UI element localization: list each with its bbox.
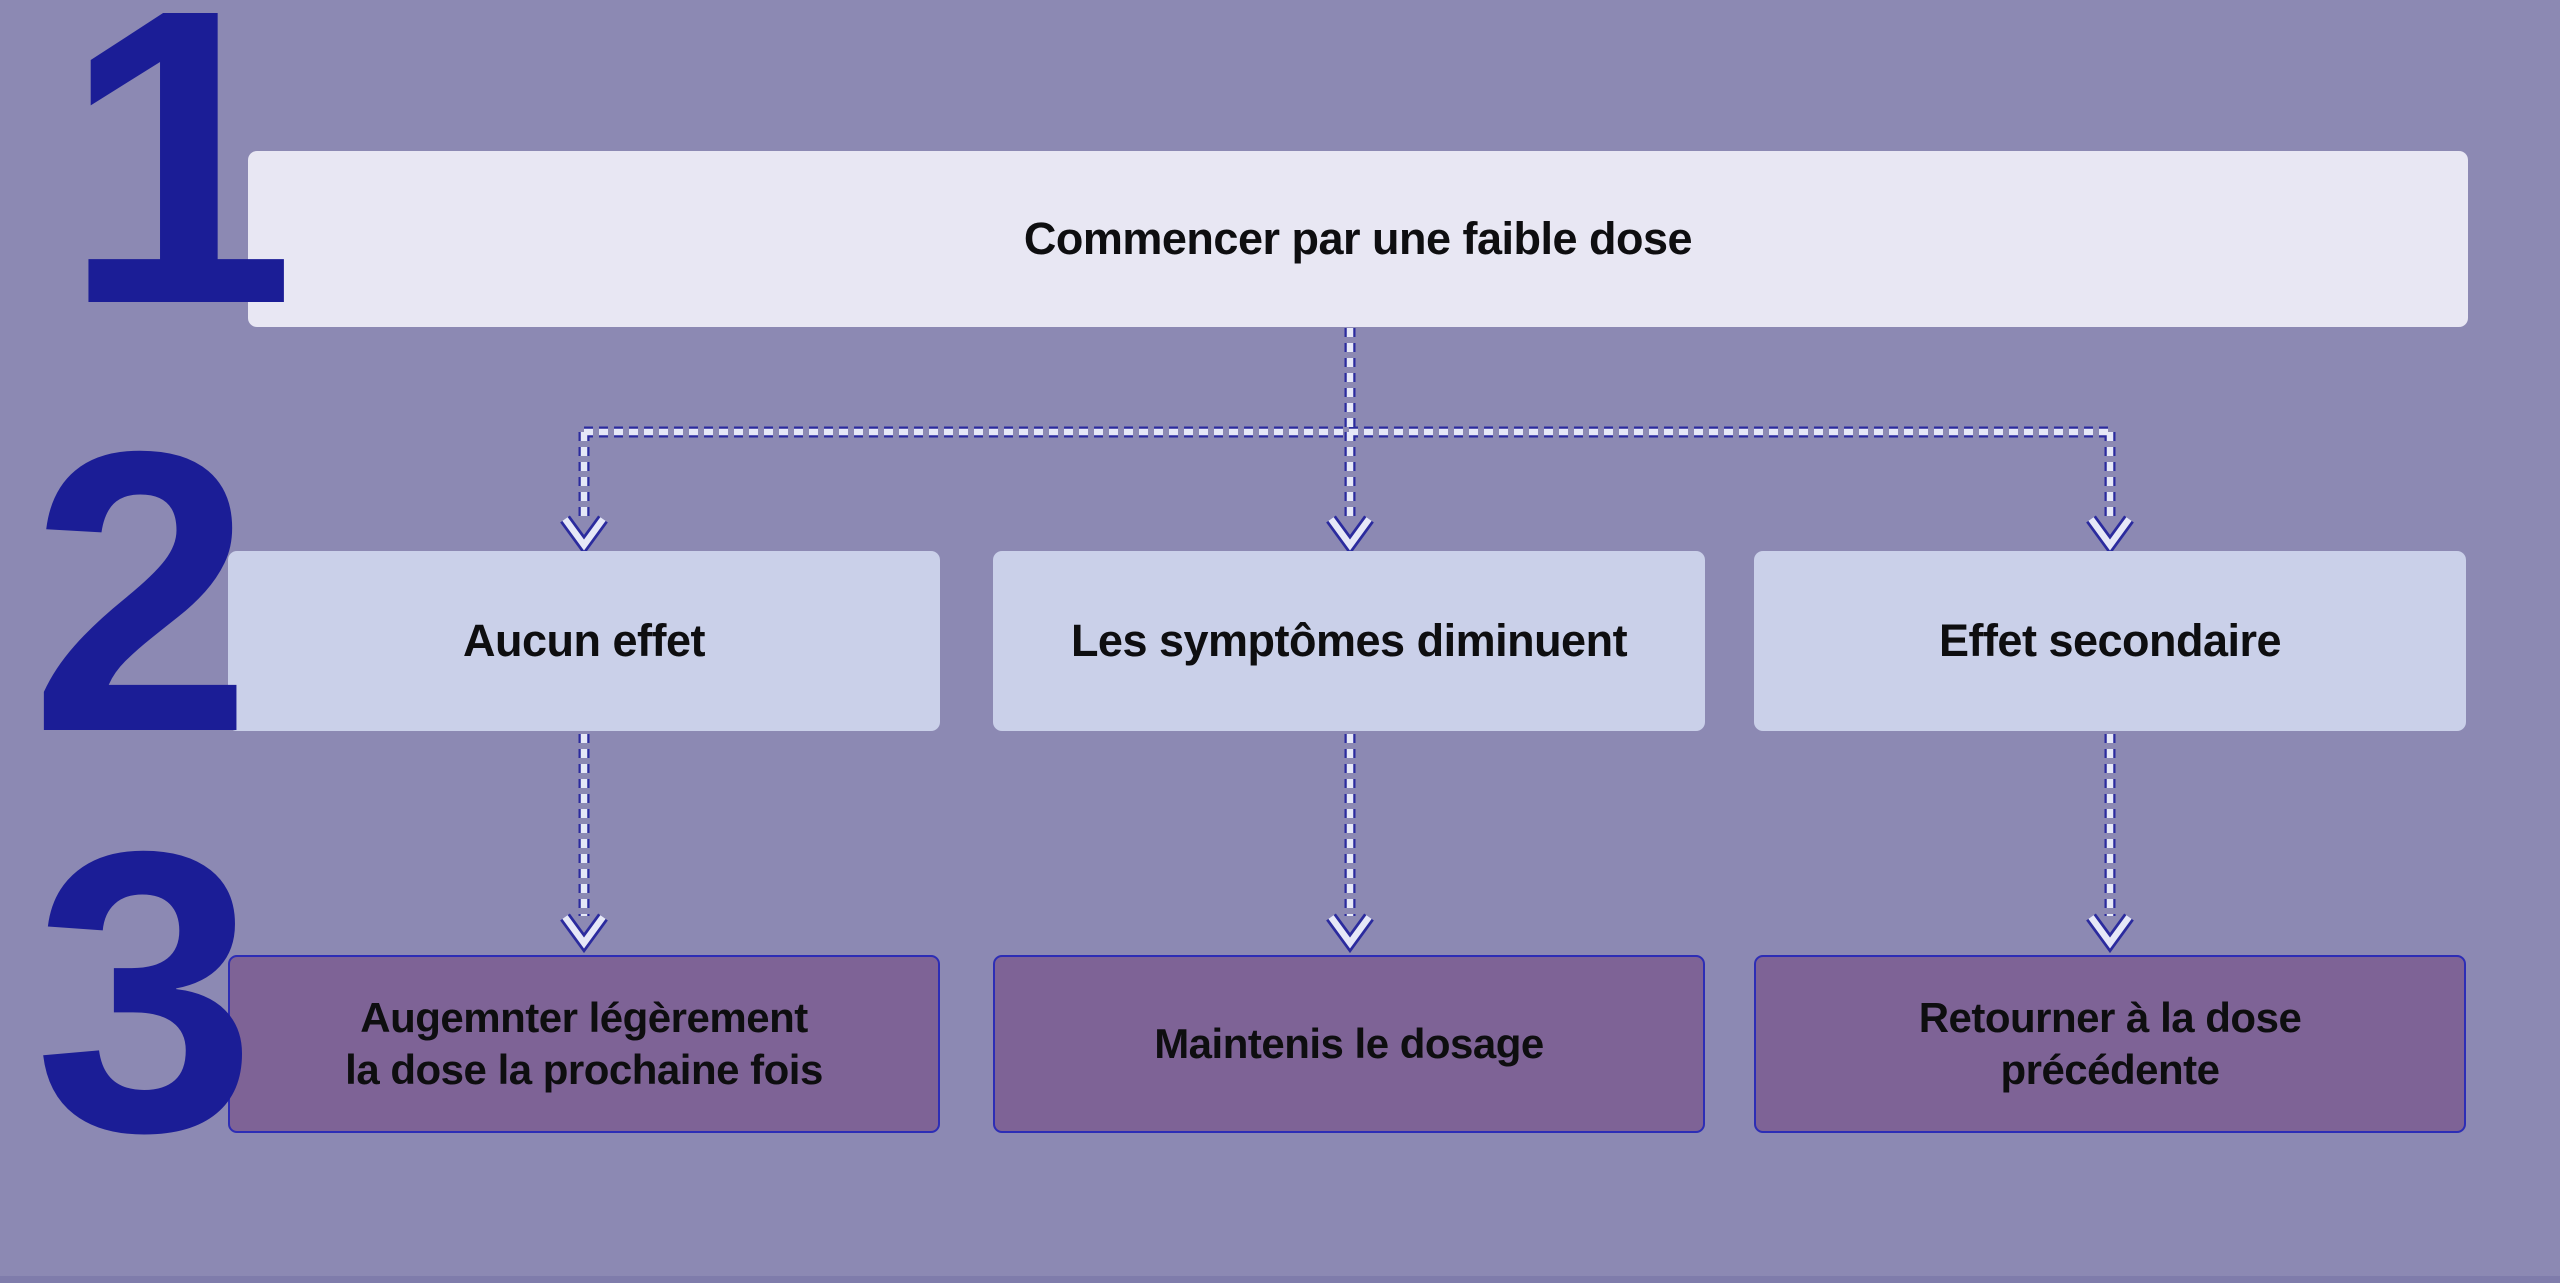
box-label: Augemnter légèrement la dose la prochain… <box>345 993 823 1094</box>
box-label: Retourner à la dose précédente <box>1918 993 2302 1094</box>
arrowhead-icon <box>562 915 606 949</box>
step2-box-side-effect: Effet secondaire <box>1754 551 2466 731</box>
step1-box-start-low-dose: Commencer par une faible dose <box>248 151 2468 327</box>
step2-box-symptoms-decrease: Les symptômes diminuent <box>993 551 1705 731</box>
step-number-3: 3 <box>34 768 256 1215</box>
arrowhead-icon <box>2088 915 2132 949</box>
step-number-2: 2 <box>30 368 252 815</box>
step3-box-return-previous-dose: Retourner à la dose précédente <box>1754 955 2466 1133</box>
box-label: Commencer par une faible dose <box>1023 213 1693 264</box>
box-label: Maintenis le dosage <box>1154 1019 1544 1067</box>
arrowhead-icon <box>1328 517 1372 551</box>
step-number-1: 1 <box>62 0 296 392</box>
arrowhead-icon <box>1328 915 1372 949</box>
box-label: Les symptômes diminuent <box>1070 615 1628 666</box>
bottom-edge-shade <box>0 1276 2560 1283</box>
arrowhead-icon <box>2088 517 2132 551</box>
step3-box-maintain-dose: Maintenis le dosage <box>993 955 1705 1133</box>
step2-box-no-effect: Aucun effet <box>228 551 940 731</box>
step3-box-increase-dose: Augemnter légèrement la dose la prochain… <box>228 955 940 1133</box>
arrowhead-icon <box>562 517 606 551</box>
box-label: Aucun effet <box>463 615 706 666</box>
arrow-lines-fill <box>562 328 2132 949</box>
box-label: Effet secondaire <box>1938 615 2282 666</box>
